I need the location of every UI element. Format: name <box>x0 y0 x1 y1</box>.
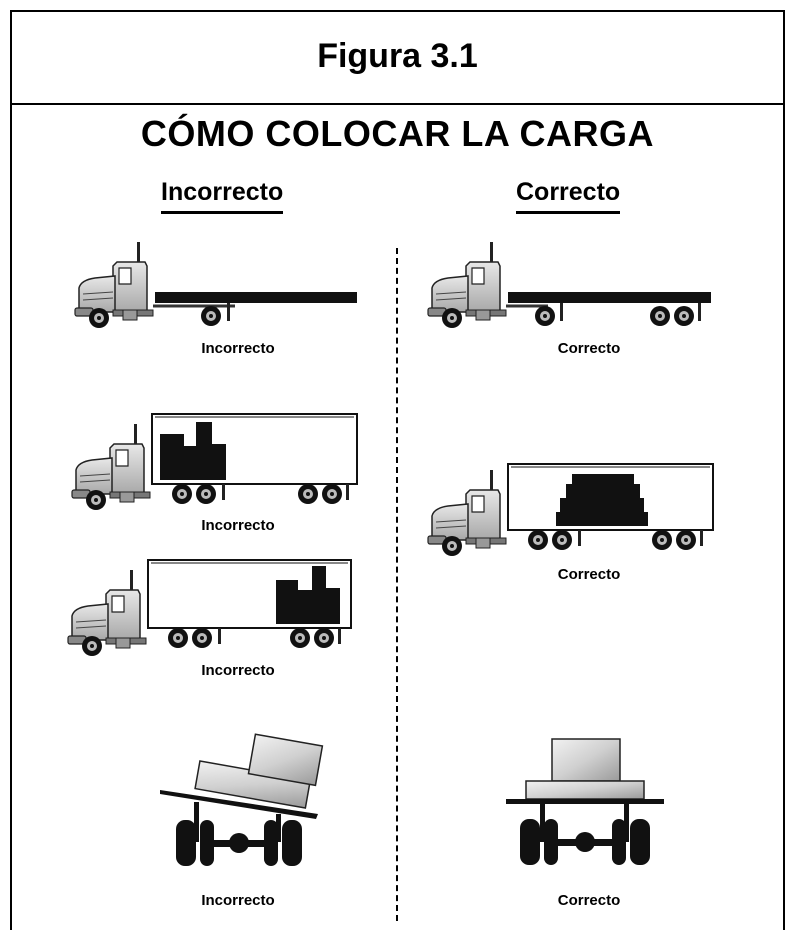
box-trailer-cargo-centered-correct-illustration <box>428 463 714 557</box>
box-trailer-cargo-rear-incorrect-illustration <box>68 559 352 658</box>
column-divider <box>396 248 398 921</box>
flatbed-truck-incorrect-illustration <box>75 240 357 330</box>
column-heading-correct: Correcto <box>516 178 621 214</box>
caption-axle-level-correct: Correcto <box>557 892 621 909</box>
caption-flatbed-incorrect: Incorrecto <box>201 340 275 357</box>
box-trailer-cargo-front-incorrect-illustration <box>72 413 358 512</box>
caption-axle-tilted-incorrect: Incorrecto <box>201 892 275 909</box>
caption-box-front-incorrect: Incorrecto <box>201 517 275 534</box>
page-heading: CÓMO COLOCAR LA CARGA <box>140 113 655 154</box>
flatbed-truck-correct-illustration <box>428 240 711 330</box>
axle-load-level-correct-illustration <box>506 738 664 865</box>
caption-flatbed-correct: Correcto <box>557 340 621 357</box>
figure-label: Figura 3.1 <box>317 37 478 75</box>
caption-box-rear-incorrect: Incorrecto <box>201 662 275 679</box>
column-heading-incorrect: Incorrecto <box>161 178 284 214</box>
caption-box-centered-correct: Correcto <box>557 566 621 583</box>
figure-title-bar: Figura 3.1 <box>10 10 785 105</box>
axle-load-tilted-incorrect-illustration <box>160 733 324 866</box>
figure-frame <box>10 10 785 930</box>
